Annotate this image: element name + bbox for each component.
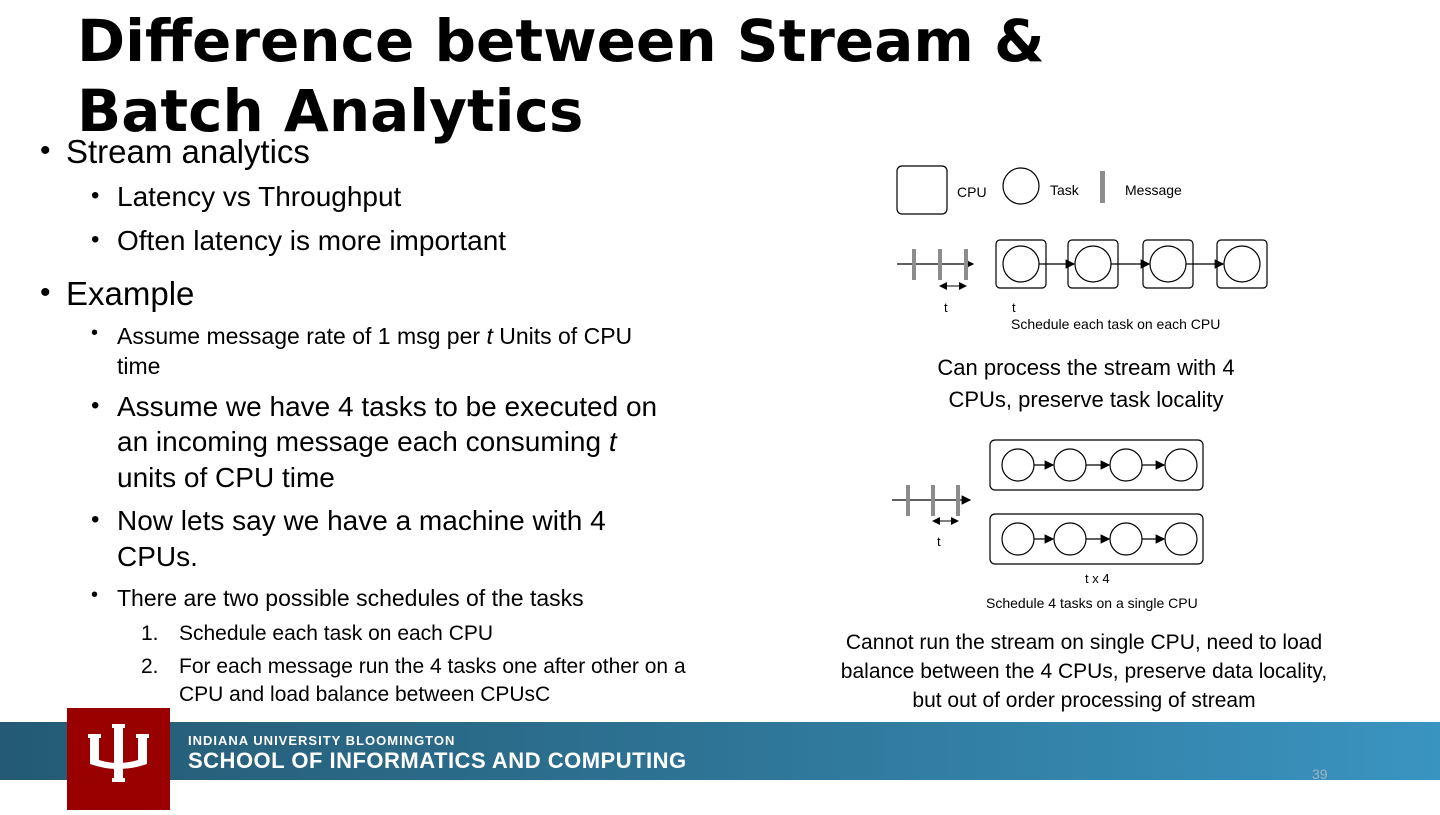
bullet-dot: • [91,322,99,344]
sched-2-number: 2. [141,655,159,678]
message-bar [938,249,942,280]
legend-cpu-box [896,165,948,215]
d2-t: t [937,534,941,549]
bullet-machine-line2: CPUs. [117,541,198,572]
bullet-dot: • [91,584,99,606]
bullet-tasks-line2: an incoming message each consuming t [117,425,617,459]
footer-university: INDIANA UNIVERSITY BLOOMINGTON [188,733,456,748]
page-number: 39 [1312,766,1328,782]
iu-trident-logo [67,708,170,810]
legend: CPU Task Message [896,165,1182,215]
message-bar [931,485,935,516]
bullet-tasks-line3: units of CPU time [117,462,335,493]
d1-caption: Schedule each task on each CPU [1011,316,1220,332]
legend-message-label: Message [1125,182,1182,198]
d2-tx4: t x 4 [1085,571,1110,586]
bullet-latency-important: Often latency is more important [117,225,507,256]
task-circle [1053,522,1087,556]
diagram-four-tasks-single-cpu: t t x 4 Schedule 4 tasks on a single CPU [892,439,1204,611]
schedule-diagram: CPU Task Message t t Schedule each task … [892,165,1268,611]
task-circle [1002,245,1040,283]
sched-2-text-line2: CPU and load balance between CPUsC [179,683,551,706]
sched-2-text-line1: For each message run the 4 tasks one aft… [179,655,686,678]
task-circle [1149,245,1187,283]
bullet-tasks-line1: Assume we have 4 tasks to be executed on [117,391,658,422]
message-bar [906,485,910,516]
task-circle [1074,245,1112,283]
task-circle [1164,448,1198,482]
bullet-dot: • [91,506,100,533]
caption-second-line2: balance between the 4 CPUs, preserve dat… [840,660,1328,683]
task-circle [1053,448,1087,482]
task-circle [1109,522,1143,556]
slide-title-line-1: Difference between Stream & [77,7,1045,75]
caption-second: Cannot run the stream on single CPU, nee… [814,628,1354,715]
caption-first: Can process the stream with 4 CPUs, pres… [886,352,1286,416]
msg-rate-text-end: Units of CPU [492,323,633,349]
bullet-two-schedules: There are two possible schedules of the … [117,585,584,611]
bullet-dot: • [91,182,100,209]
footer-school: SCHOOL OF INFORMATICS AND COMPUTING [188,748,687,773]
diagram-one-cpu-per-task: t t Schedule each task on each CPU [897,239,1268,332]
bullet-machine-line1: Now lets say we have a machine with 4 [117,505,606,536]
bullet-dot: • [40,134,51,167]
message-bar [912,249,916,280]
caption-first-line1: Can process the stream with 4 [937,355,1235,380]
sched-1-number: 1. [141,622,159,645]
d1-t-right: t [1012,300,1016,315]
trident-icon [88,724,149,782]
bullet-message-rate: Assume message rate of 1 msg per t Units… [117,321,632,351]
footer-bar [0,722,1440,780]
legend-cpu-label: CPU [957,184,987,200]
bullet-stream-analytics: Stream analytics [66,133,310,170]
task-circle [1001,522,1035,556]
tasks-text: an incoming message each consuming [117,426,609,457]
bullet-message-rate-cont: time [117,353,161,379]
sched-1-text: Schedule each task on each CPU [179,622,494,645]
legend-task-circle [1002,167,1040,205]
slide-title: Difference between Stream & Batch Analyt… [77,6,1377,146]
legend-message-bar [1100,171,1105,203]
bullet-latency-throughput: Latency vs Throughput [117,181,402,212]
task-circle [1001,448,1035,482]
bullet-dot: • [91,392,100,419]
task-circle [1223,245,1261,283]
legend-task-label: Task [1050,182,1080,198]
bullet-dot: • [40,276,51,309]
task-circle [1109,448,1143,482]
bullet-example: Example [66,275,195,312]
task-circle [1164,522,1198,556]
caption-second-line1: Cannot run the stream on single CPU, nee… [845,631,1323,654]
message-bar [956,485,960,516]
caption-first-line2: CPUs, preserve task locality [948,387,1224,412]
d1-t-left: t [944,300,948,315]
d2-caption: Schedule 4 tasks on a single CPU [986,595,1198,611]
caption-second-line3: but out of order processing of stream [912,689,1256,712]
msg-rate-text: Assume message rate of 1 msg per [117,323,487,349]
bullet-dot: • [91,226,100,253]
msg-rate-t: t [486,323,493,349]
tasks-t: t [608,426,617,457]
slide-title-line-2: Batch Analytics [77,77,584,145]
message-bar [964,249,968,280]
